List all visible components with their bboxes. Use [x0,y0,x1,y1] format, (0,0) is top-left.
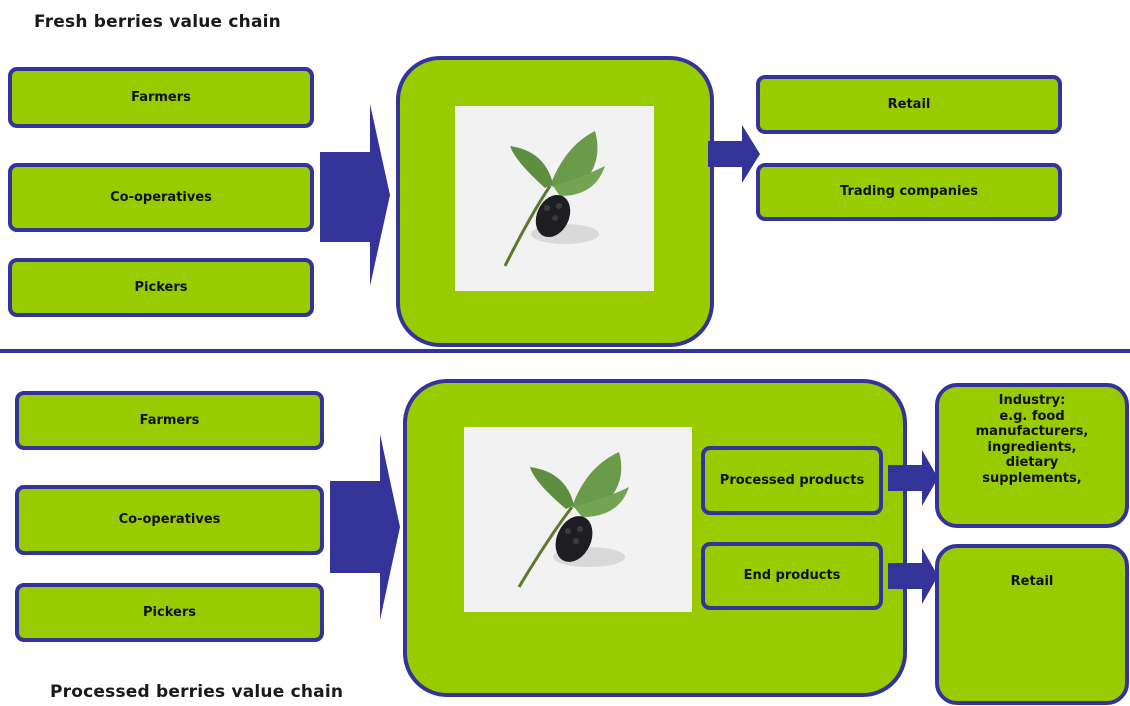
industry-label: Industry: e.g. food manufacturers, ingre… [976,393,1089,487]
processed-berry-image [464,427,692,612]
berry-image-icon [464,427,692,612]
fresh-retail-label: Retail [887,96,931,112]
industry-line-3: manufacturers, [975,424,1089,440]
processed-farmers-box: Farmers [15,391,324,450]
fresh-cooperatives-label: Co-operatives [110,189,212,205]
fresh-farmers-label: Farmers [131,89,191,105]
section-divider [0,349,1130,353]
processed-retail-label: Retail [1010,574,1054,589]
fresh-cooperatives-box: Co-operatives [8,163,314,232]
end-products-box: End products [701,542,883,610]
processed-products-label: Processed products [719,472,865,488]
processed-chain-title: Processed berries value chain [50,682,344,702]
fresh-pickers-label: Pickers [134,279,188,295]
processed-cooperatives-box: Co-operatives [15,485,324,555]
industry-line-5: dietary [1005,455,1059,471]
fresh-retail-box: Retail [756,75,1062,134]
industry-line-6: supplements, [982,470,1082,486]
processed-pickers-label: Pickers [143,604,196,620]
processed-cooperatives-label: Co-operatives [118,512,221,528]
processed-products-box: Processed products [701,446,883,515]
end-products-arrow [888,548,938,604]
fresh-output-arrow [708,125,760,183]
industry-line-2: e.g. food [999,408,1065,424]
industry-line-1: Industry: [998,393,1066,408]
industry-box: Industry: e.g. food manufacturers, ingre… [935,383,1129,528]
fresh-farmers-box: Farmers [8,67,314,128]
processed-products-arrow [888,450,938,506]
fresh-trading-box: Trading companies [756,163,1062,221]
industry-line-4: ingredients, [987,439,1077,455]
fresh-input-arrow [320,104,390,286]
processed-retail-box: Retail [935,544,1129,705]
fresh-chain-title: Fresh berries value chain [34,12,281,32]
fresh-trading-label: Trading companies [840,184,978,200]
processed-farmers-label: Farmers [139,412,200,428]
fresh-berry-image [455,106,654,291]
fresh-pickers-box: Pickers [8,258,314,317]
processed-pickers-box: Pickers [15,583,324,642]
processed-input-arrow [330,434,400,620]
berry-image-icon [455,106,654,291]
end-products-label: End products [743,568,841,584]
